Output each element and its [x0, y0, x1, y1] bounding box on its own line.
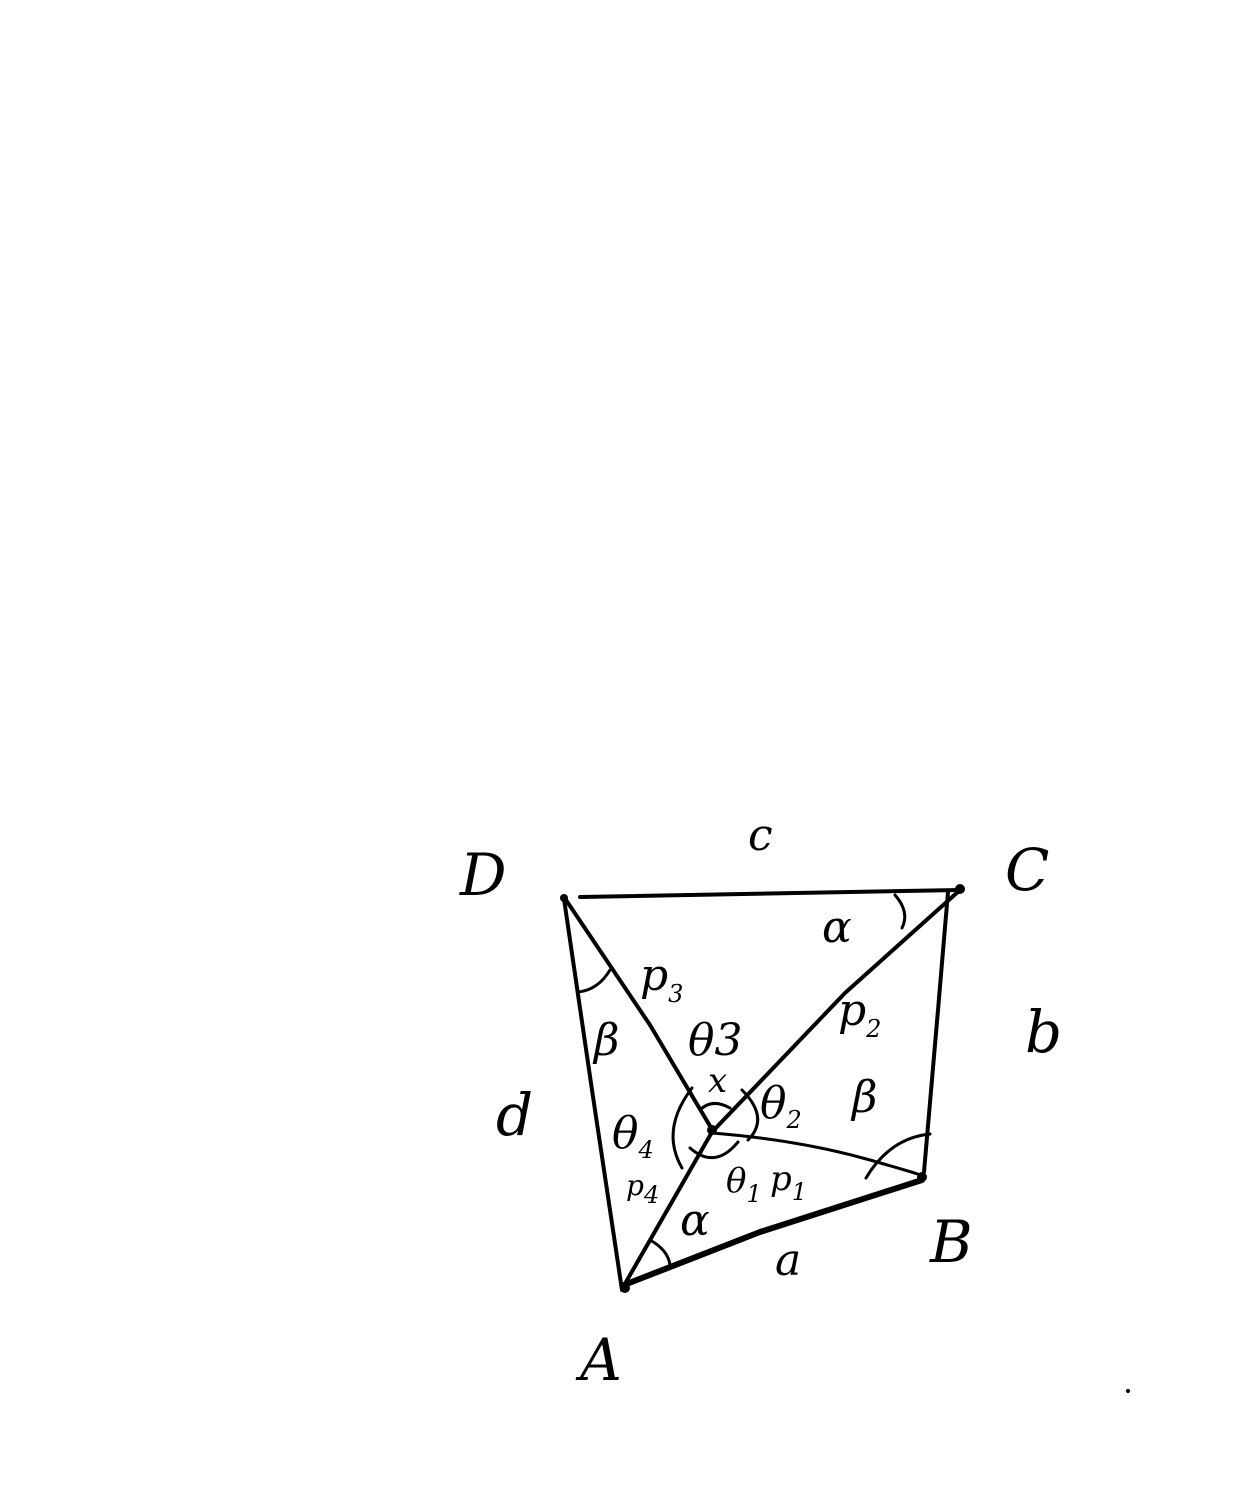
vertex-b-label: B: [929, 1208, 973, 1276]
vertex-c-dot: [955, 884, 965, 894]
vertex-d-label: D: [459, 841, 507, 909]
p4-sub: 4: [643, 1181, 659, 1209]
theta4-base: θ: [612, 1108, 639, 1159]
side-c-line: [578, 888, 962, 899]
segment-p4-label: p4: [626, 1169, 659, 1209]
vertex-c-label: C: [1005, 836, 1049, 904]
angle-theta1-label: θ1: [726, 1161, 762, 1208]
angle-theta4-label: θ4: [612, 1108, 654, 1164]
angle-alpha-c-label: α: [822, 902, 852, 953]
theta4-sub: 4: [638, 1136, 654, 1164]
center-x-label: x: [708, 1061, 727, 1101]
theta1-base: θ: [726, 1161, 746, 1201]
angle-theta1-arc: [688, 1140, 740, 1159]
theta2-sub: 2: [786, 1106, 802, 1134]
segment-p1-label: p1: [770, 1159, 807, 1206]
vertex-d-dot: [560, 894, 568, 902]
theta2-base: θ: [760, 1078, 787, 1129]
angle-beta-d-label: β: [592, 1015, 619, 1066]
vertex-a-dot: [620, 1283, 630, 1293]
angle-theta2-arc: [740, 1088, 759, 1142]
p1-base: p: [770, 1159, 792, 1199]
side-a-line: [621, 1177, 925, 1288]
angle-theta3-label: θ3: [688, 1015, 742, 1066]
p2-sub: 2: [865, 1015, 881, 1043]
angle-alpha-a-arc: [648, 1238, 672, 1267]
angle-beta-b-arc: [864, 1132, 932, 1180]
angle-beta-b-label: β: [850, 1072, 877, 1123]
diagonal-ac-line: [624, 888, 962, 1284]
angle-theta4-arc: [671, 1086, 694, 1170]
angle-beta-d-arc: [576, 968, 612, 994]
stray-dot: [1126, 1389, 1130, 1393]
side-a-label: a: [775, 1235, 801, 1286]
segment-p3-label: p3: [640, 950, 683, 1008]
side-d-label: d: [496, 1081, 533, 1149]
angle-alpha-a-label: α: [680, 1195, 710, 1246]
side-b-line: [922, 890, 950, 1174]
center-x-dot: [707, 1125, 717, 1135]
p1-sub: 1: [792, 1178, 807, 1206]
angle-alpha-c-arc: [893, 893, 907, 930]
vertex-b-dot: [917, 1172, 927, 1182]
theta1-sub: 1: [746, 1180, 761, 1208]
p3-base: p: [640, 950, 668, 1001]
vertex-a-label: A: [575, 1326, 622, 1394]
angle-theta3-arc: [698, 1102, 732, 1112]
angle-theta2-label: θ2: [760, 1078, 802, 1134]
p3-sub: 3: [668, 980, 683, 1008]
p4-base: p: [626, 1169, 644, 1202]
side-c-label: c: [748, 810, 773, 861]
p2-base: p: [838, 985, 866, 1036]
side-b-label: b: [1025, 998, 1062, 1066]
side-d-line: [562, 897, 624, 1292]
segment-p2-label: p2: [838, 985, 881, 1043]
